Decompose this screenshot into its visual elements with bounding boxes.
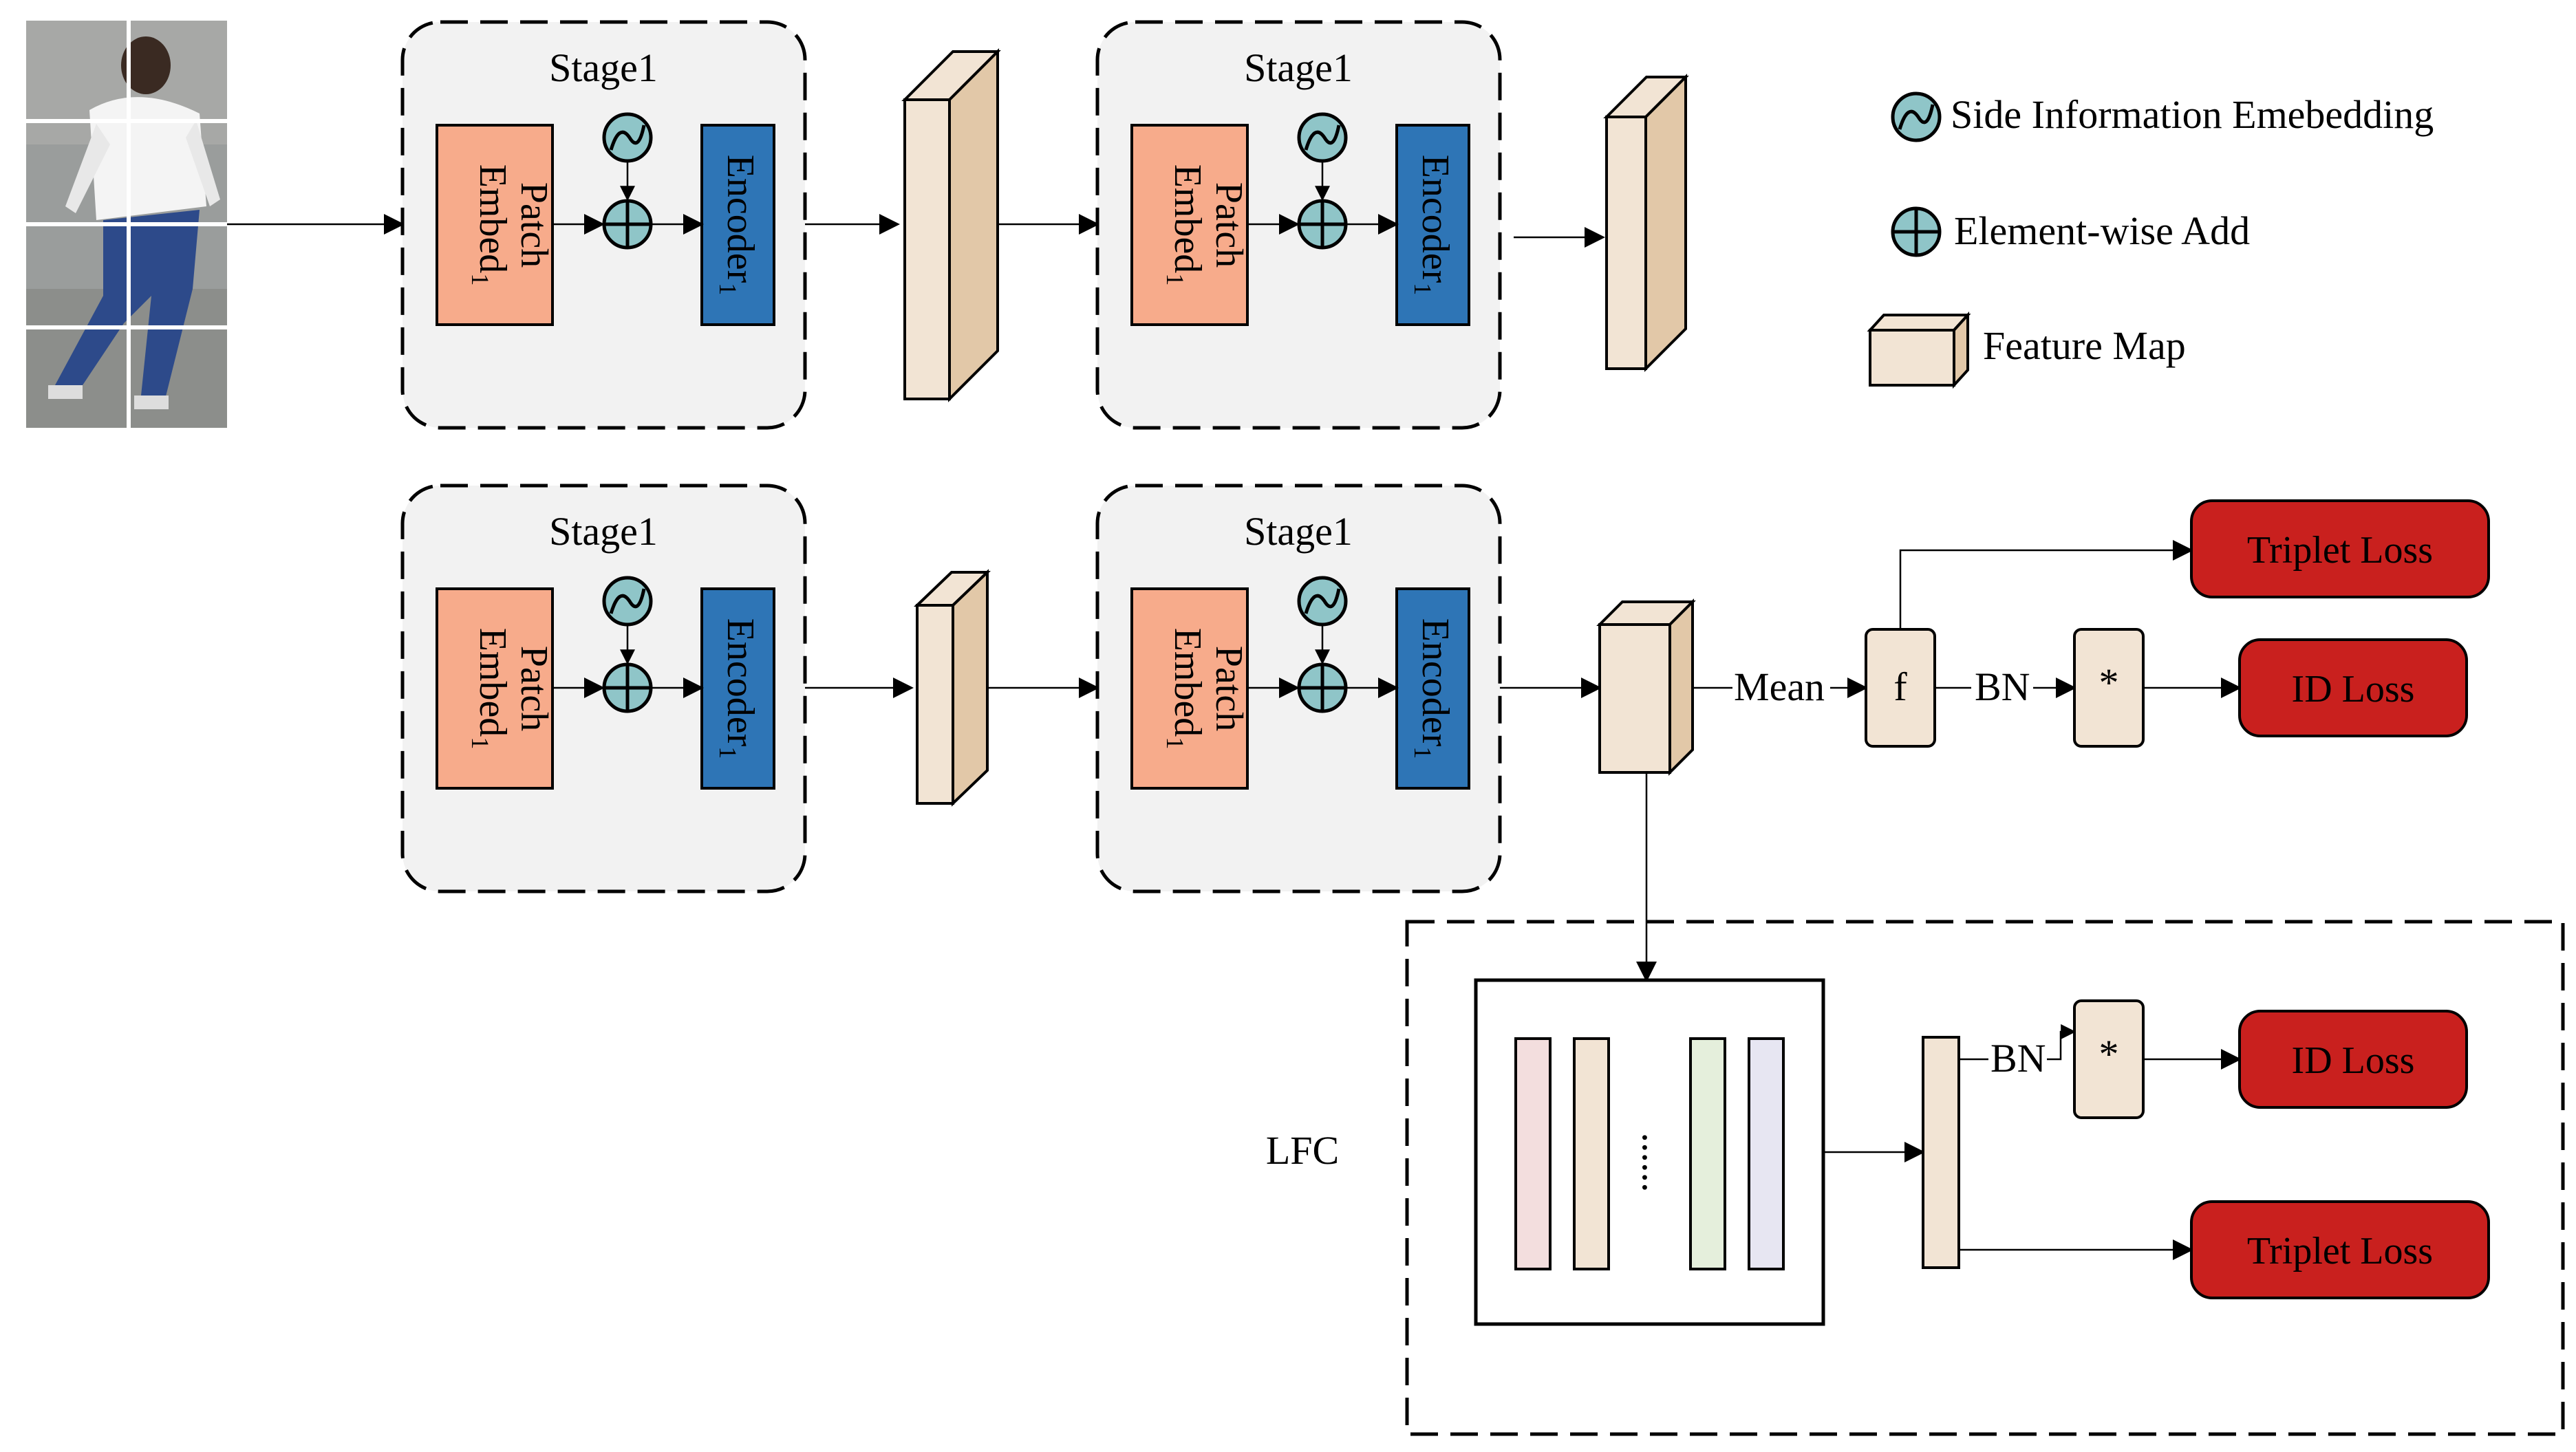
star-label-2: * bbox=[2099, 1032, 2119, 1076]
lfc-dots: ...... bbox=[1634, 1133, 1679, 1193]
mean-label: Mean bbox=[1734, 664, 1825, 709]
legend: Side Information Emebedding Element-wise… bbox=[1867, 91, 2434, 389]
stage-title: Stage1 bbox=[549, 45, 658, 90]
svg-text:Embed1: Embed1 bbox=[466, 164, 514, 286]
svg-text:Patch: Patch bbox=[1208, 646, 1250, 731]
bn-label: BN bbox=[1975, 664, 2030, 709]
svg-text:Encoder1: Encoder1 bbox=[714, 618, 762, 759]
lfc-bar-2 bbox=[1573, 1037, 1610, 1270]
stage-block-mid-1: Stage1 Patch Embed1 Encoder1 bbox=[400, 484, 807, 893]
stage-block-top-1: Stage1 Patch Embed1 Encoder1 bbox=[400, 20, 807, 430]
svg-text:Embed1: Embed1 bbox=[1161, 628, 1209, 750]
legend-feature-map: Feature Map bbox=[1983, 323, 2186, 368]
legend-side-info: Side Information Emebedding bbox=[1951, 92, 2434, 137]
stage-title: Stage1 bbox=[549, 509, 658, 554]
lfc-block bbox=[1405, 920, 2565, 1436]
encoder-label: Encoder bbox=[719, 155, 762, 283]
triplet-loss-button-2: Triplet Loss bbox=[2190, 1200, 2490, 1299]
encoder-label: Encoder bbox=[1414, 155, 1457, 283]
lfc-bar-1 bbox=[1514, 1037, 1552, 1270]
encoder-block bbox=[700, 124, 775, 326]
patch-embed-label: Patch bbox=[513, 646, 555, 731]
patch-embed-label-2: Embed bbox=[1166, 628, 1209, 737]
svg-text:Patch: Patch bbox=[513, 182, 555, 268]
feature-map-mid-1 bbox=[914, 569, 991, 807]
legend-element-add: Element-wise Add bbox=[1954, 208, 2250, 253]
patch-embed-label: Patch bbox=[1208, 646, 1250, 731]
stage-block-mid-2: Stage1 Patch Embed1 Encoder1 bbox=[1095, 484, 1502, 893]
patch-embed-label-2: Embed bbox=[1166, 164, 1209, 274]
lfc-feature-bar bbox=[1922, 1036, 1960, 1269]
id-loss-button-1: ID Loss bbox=[2238, 638, 2468, 737]
id-loss-button-2: ID Loss bbox=[2238, 1010, 2468, 1109]
svg-text:ID Loss: ID Loss bbox=[2292, 668, 2415, 711]
lfc-bar-3 bbox=[1689, 1037, 1726, 1270]
svg-text:Encoder1: Encoder1 bbox=[1409, 618, 1457, 759]
f-label: f bbox=[1893, 664, 1907, 709]
feature-map-mid-2 bbox=[1596, 598, 1696, 776]
encoder-label: Encoder bbox=[1414, 618, 1457, 747]
triplet-loss-button-1: Triplet Loss bbox=[2190, 499, 2490, 598]
star-label: * bbox=[2099, 660, 2119, 705]
lfc-label: LFC bbox=[1266, 1128, 1339, 1173]
encoder-block bbox=[1395, 587, 1470, 790]
patch-embed-label: Patch bbox=[1208, 182, 1250, 268]
encoder-label: Encoder bbox=[719, 618, 762, 747]
svg-text:Triplet Loss: Triplet Loss bbox=[2247, 1230, 2433, 1272]
patch-embed-label-2: Embed bbox=[471, 628, 514, 737]
patch-embed-block bbox=[1130, 124, 1249, 326]
stage-title: Stage1 bbox=[1244, 509, 1353, 554]
input-person-image bbox=[26, 21, 227, 428]
svg-text:Encoder1: Encoder1 bbox=[1409, 155, 1457, 296]
lfc-bar-4 bbox=[1748, 1037, 1785, 1270]
svg-text:ID Loss: ID Loss bbox=[2292, 1039, 2415, 1082]
patch-embed-block bbox=[1130, 587, 1249, 790]
svg-text:Encoder1: Encoder1 bbox=[714, 155, 762, 296]
stage-block-top-2: Stage1 Patch Embed1 Encoder1 bbox=[1095, 20, 1502, 430]
feature-map-legend-icon bbox=[1867, 311, 1971, 389]
svg-text:Embed1: Embed1 bbox=[466, 628, 514, 750]
patch-embed-label: Patch bbox=[513, 182, 555, 268]
svg-text:Embed1: Embed1 bbox=[1161, 164, 1209, 286]
svg-text:Patch: Patch bbox=[513, 646, 555, 731]
encoder-block bbox=[700, 587, 775, 790]
feature-map-top-1 bbox=[901, 48, 1001, 402]
bn-label-2: BN bbox=[1990, 1036, 2046, 1081]
svg-text:Triplet Loss: Triplet Loss bbox=[2247, 529, 2433, 572]
patch-embed-label-2: Embed bbox=[471, 164, 514, 274]
stage-title: Stage1 bbox=[1244, 45, 1353, 90]
svg-text:Patch: Patch bbox=[1208, 182, 1250, 268]
feature-map-top-2 bbox=[1603, 74, 1689, 372]
